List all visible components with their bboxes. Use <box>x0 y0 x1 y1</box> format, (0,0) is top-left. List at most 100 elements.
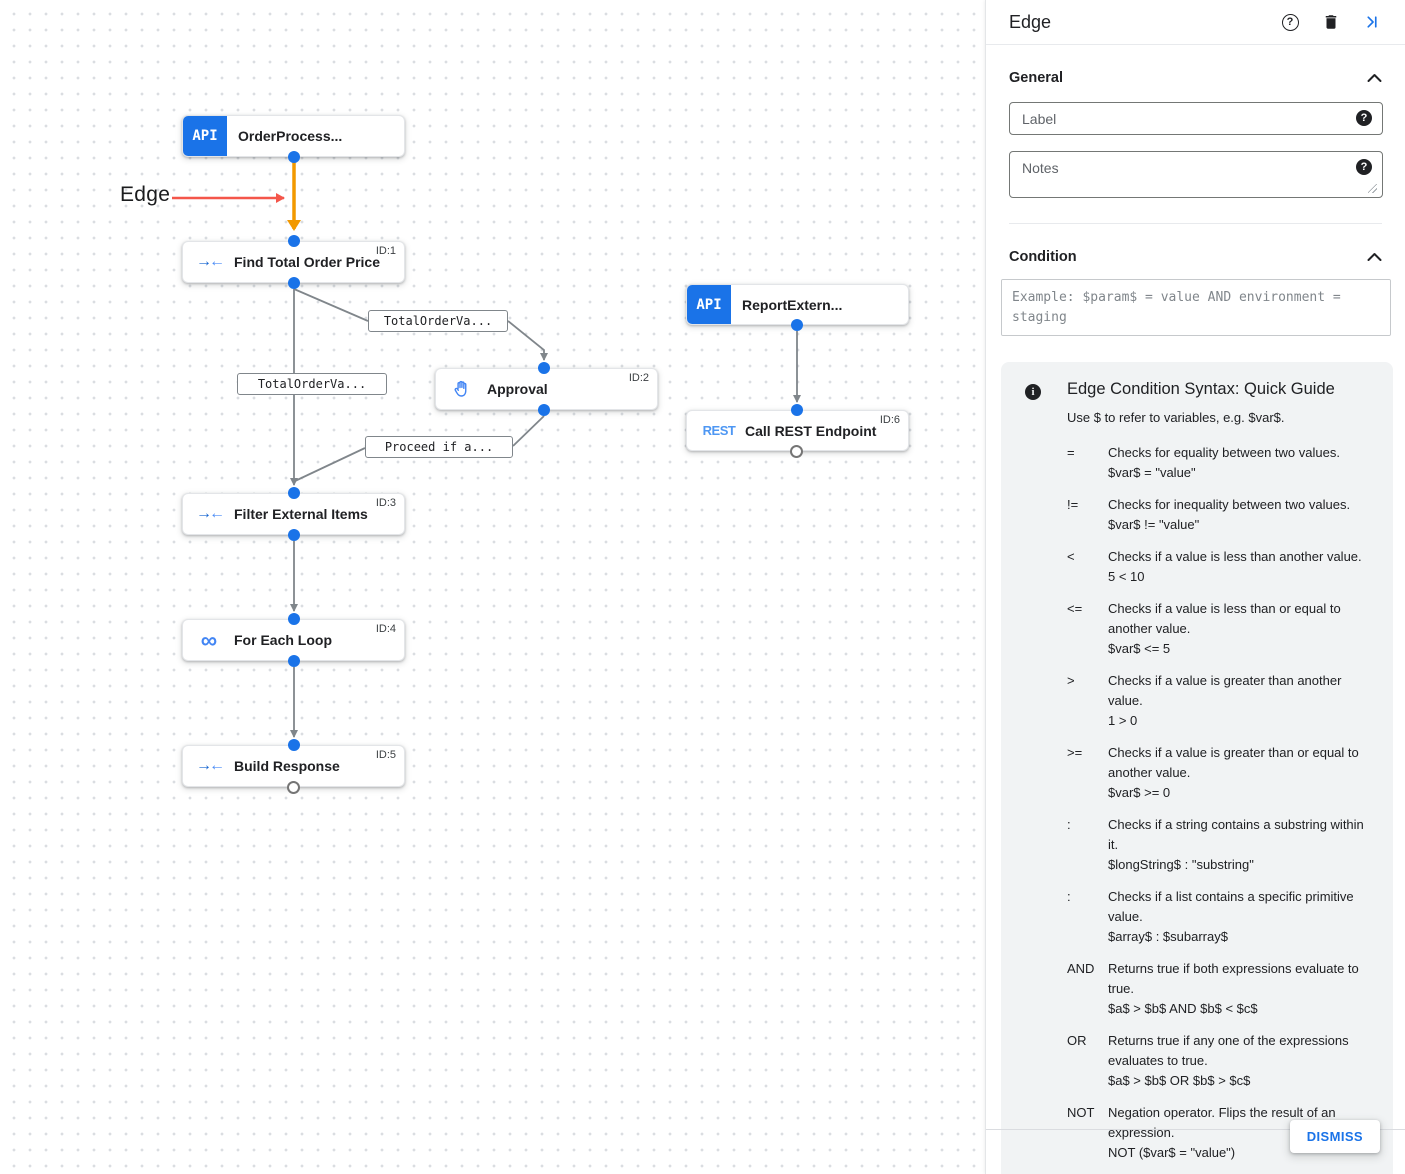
guide-row: = Checks for equality between two values… <box>1067 443 1373 483</box>
edge-condition-label[interactable]: Proceed if a... <box>365 436 513 458</box>
guide-operator: <= <box>1067 601 1083 616</box>
help-button[interactable]: ? <box>1280 12 1300 32</box>
condition-syntax-guide: i Edge Condition Syntax: Quick Guide Use… <box>1001 362 1393 1174</box>
edge-properties-panel: Edge ? General ? <box>985 0 1405 1174</box>
port-approval-out[interactable] <box>538 404 550 416</box>
node-find-total-order-price[interactable]: ID:1 →← Find Total Order Price <box>182 241 405 283</box>
port-find-out[interactable] <box>288 277 300 289</box>
port-build-in[interactable] <box>288 739 300 751</box>
guide-description: Checks if a value is greater than or equ… <box>1108 745 1359 780</box>
data-mapping-icon: →← <box>196 757 225 774</box>
general-section: General ? ? <box>986 70 1405 224</box>
guide-description: Negation operator. Flips the result of a… <box>1108 1105 1336 1140</box>
guide-operator: = <box>1067 445 1075 460</box>
collapse-panel-button[interactable] <box>1362 12 1382 32</box>
guide-description: Checks if a value is less than another v… <box>1108 549 1362 564</box>
guide-example: $var$ != "value" <box>1108 517 1200 532</box>
node-title: For Each Loop <box>234 632 332 648</box>
guide-operator: < <box>1067 549 1075 564</box>
node-title: OrderProcess... <box>238 128 343 144</box>
condition-heading: Condition <box>1009 249 1077 265</box>
node-id-label: ID:6 <box>879 414 900 426</box>
guide-operator: > <box>1067 673 1075 688</box>
info-icon: i <box>1025 384 1041 400</box>
guide-description: Checks if a value is less than or equal … <box>1108 601 1341 636</box>
port-foreach-in[interactable] <box>288 613 300 625</box>
node-title: Filter External Items <box>234 506 368 522</box>
guide-example: NOT ($var$ = "value") <box>1108 1145 1236 1160</box>
node-build-response[interactable]: ID:5 →← Build Response <box>182 745 405 787</box>
condition-textarea[interactable] <box>1001 279 1391 336</box>
for-each-loop-icon: ∞ <box>200 626 218 653</box>
guide-example: $longString$ : "substring" <box>1108 857 1254 872</box>
rest-task-icon: REST <box>702 423 736 438</box>
dismiss-button[interactable]: DISMISS <box>1289 1120 1380 1153</box>
approval-hand-icon <box>450 379 474 399</box>
section-divider <box>1009 223 1382 224</box>
guide-row: >= Checks if a value is greater than or … <box>1067 743 1373 803</box>
guide-operator: : <box>1067 817 1071 832</box>
guide-description: Checks if a list contains a specific pri… <box>1108 889 1354 924</box>
collapse-right-icon <box>1367 16 1377 28</box>
port-rest-in[interactable] <box>791 404 803 416</box>
node-approval[interactable]: ID:2 Approval <box>435 368 658 410</box>
port-build-out-empty[interactable] <box>287 781 300 794</box>
port-report-out[interactable] <box>791 319 803 331</box>
chevron-up-icon[interactable] <box>1367 252 1382 262</box>
guide-example: $var$ <= 5 <box>1108 641 1171 656</box>
guide-row: > Checks if a value is greater than anot… <box>1067 671 1373 731</box>
guide-title: Edge Condition Syntax: Quick Guide <box>1067 380 1335 398</box>
guide-operator: >= <box>1067 745 1083 760</box>
panel-title: Edge <box>1009 11 1052 32</box>
edge-condition-label[interactable]: TotalOrderVa... <box>237 373 387 395</box>
notes-textarea[interactable] <box>1009 151 1383 198</box>
guide-operator: OR <box>1067 1033 1087 1048</box>
node-id-label: ID:3 <box>375 497 396 509</box>
guide-example: $a$ > $b$ OR $b$ > $c$ <box>1108 1073 1251 1088</box>
node-id-label: ID:5 <box>375 749 396 761</box>
port-find-in[interactable] <box>288 235 300 247</box>
guide-operator: NOT <box>1067 1105 1095 1120</box>
data-mapping-icon: →← <box>196 253 225 270</box>
port-orderprocess-out[interactable] <box>288 151 300 163</box>
edge-find-to-approval-1[interactable] <box>293 288 369 322</box>
guide-example: $a$ > $b$ AND $b$ < $c$ <box>1108 1001 1258 1016</box>
guide-description: Checks for equality between two values. <box>1108 445 1340 460</box>
port-rest-out-empty[interactable] <box>790 445 803 458</box>
guide-row: : Checks if a string contains a substrin… <box>1067 815 1373 875</box>
general-heading: General <box>1009 70 1063 86</box>
textarea-resize-handle[interactable] <box>1368 184 1377 193</box>
guide-example: $array$ : $subarray$ <box>1108 929 1228 944</box>
port-filter-in[interactable] <box>288 487 300 499</box>
edge-approval-out-2[interactable] <box>294 447 366 482</box>
port-filter-out[interactable] <box>288 529 300 541</box>
port-approval-in[interactable] <box>538 362 550 374</box>
workflow-canvas[interactable]: Edge API OrderProcess... ID:1 →← Find To… <box>0 0 985 1174</box>
node-for-each-loop[interactable]: ID:4 ∞ For Each Loop <box>182 619 405 661</box>
guide-operator: AND <box>1067 961 1095 976</box>
node-title: ReportExtern... <box>742 296 843 313</box>
node-order-process[interactable]: API OrderProcess... <box>182 115 405 157</box>
node-report-extern[interactable]: API ReportExtern... <box>686 284 909 325</box>
condition-section: Condition <box>986 249 1405 336</box>
node-title: Find Total Order Price <box>234 254 380 270</box>
guide-example: $var$ = "value" <box>1108 465 1196 480</box>
guide-description: Checks for inequality between two values… <box>1108 497 1351 512</box>
edge-find-to-approval-2[interactable] <box>507 320 548 361</box>
guide-description: Returns true if any one of the expressio… <box>1108 1033 1349 1068</box>
notes-help-icon[interactable]: ? <box>1356 159 1372 175</box>
edge-condition-label[interactable]: TotalOrderVa... <box>368 310 508 332</box>
delete-edge-button[interactable] <box>1321 12 1341 32</box>
guide-operator: : <box>1067 889 1071 904</box>
label-input[interactable] <box>1009 102 1383 135</box>
port-foreach-out[interactable] <box>288 655 300 667</box>
node-id-label: ID:1 <box>375 245 396 257</box>
edge-approval-out-1[interactable] <box>512 415 545 447</box>
guide-description: Checks if a string contains a substring … <box>1108 817 1364 852</box>
api-trigger-icon: API <box>183 116 227 156</box>
node-title: Call REST Endpoint <box>745 422 877 439</box>
label-help-icon[interactable]: ? <box>1356 110 1372 126</box>
guide-row: AND Returns true if both expressions eva… <box>1067 959 1373 1019</box>
panel-header: Edge ? <box>986 0 1405 45</box>
chevron-up-icon[interactable] <box>1367 73 1382 83</box>
